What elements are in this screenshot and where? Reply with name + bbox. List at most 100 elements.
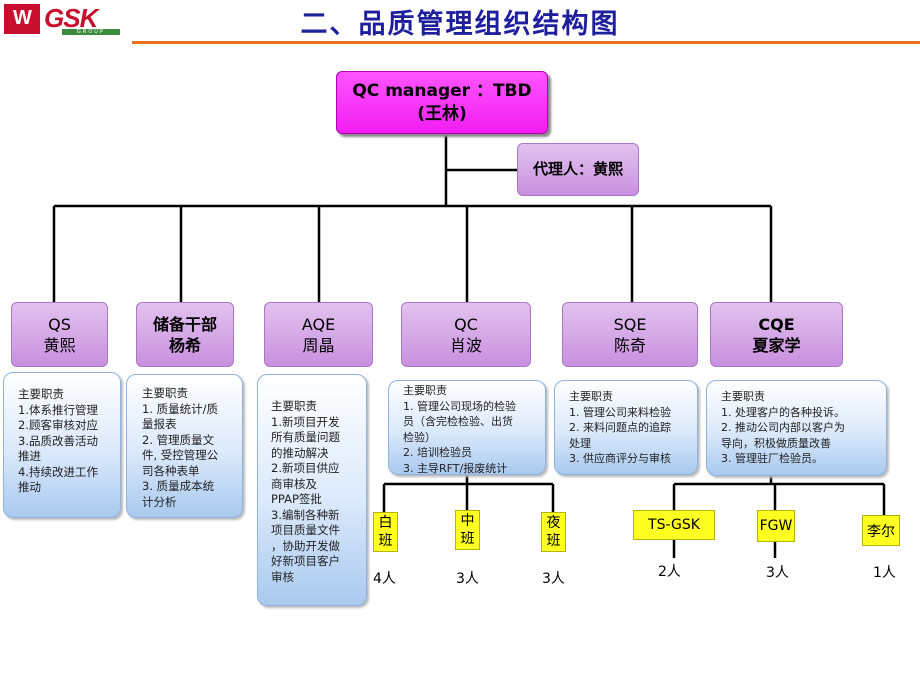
shift-night: 夜 班 bbox=[541, 512, 566, 552]
site-fgw: FGW bbox=[757, 510, 795, 542]
dept-aqe: AQE 周晶 bbox=[264, 302, 373, 367]
dept-sqe: SQE 陈奇 bbox=[562, 302, 698, 367]
shift-mid: 中 班 bbox=[455, 510, 480, 550]
duty-line: 2. 管理质量文 bbox=[142, 432, 215, 447]
shift-night-label-bottom: 班 bbox=[546, 533, 561, 549]
site-fgw-label: FGW bbox=[759, 518, 793, 534]
dept-qc: QC 肖波 bbox=[401, 302, 531, 367]
dept-aqe-code: AQE bbox=[301, 314, 336, 334]
dept-sqe-name: 陈奇 bbox=[613, 335, 646, 355]
site-lear-count: 1人 bbox=[873, 565, 896, 581]
duty-line: 2.顾客审核对应 bbox=[18, 418, 98, 432]
duty-line: 件, 受控管理公 bbox=[142, 448, 219, 462]
shift-day-label-bottom: 班 bbox=[378, 533, 393, 549]
dept-cqe: CQE 夏家学 bbox=[710, 302, 843, 367]
shift-day-count: 4人 bbox=[373, 571, 396, 587]
duty-line: 员（含完检检验、出货 bbox=[403, 415, 513, 428]
duties-sqe: 主要职责 1. 管理公司来料检验 2. 来料问题点的追踪 处理 3. 供应商评分… bbox=[554, 380, 698, 475]
dept-reserve-cadre: 储备干部 杨希 bbox=[136, 302, 234, 367]
site-ts-gsk: TS-GSK bbox=[633, 510, 715, 540]
dept-qc-code: QC bbox=[454, 314, 478, 334]
site-lear: 李尔 bbox=[862, 515, 900, 546]
shift-day-label-top: 白 bbox=[378, 515, 393, 531]
duties-qc: 主要职责 1. 管理公司现场的检验 员（含完检检验、出货 检验） 2. 培训检验… bbox=[388, 380, 546, 475]
deputy-label: 代理人：黄熙 bbox=[532, 160, 623, 178]
shift-day: 白 班 bbox=[373, 512, 398, 552]
duty-line: 的推动解决 bbox=[271, 445, 329, 460]
shift-night-count: 3人 bbox=[542, 571, 565, 587]
qc-manager-box: QC manager ：TBD (王林) bbox=[336, 71, 548, 134]
duty-line: 1. 质量统计/质 bbox=[142, 401, 219, 416]
duty-line: 1.体系推行管理 bbox=[18, 402, 98, 417]
duty-line: 2. 培训检验员 bbox=[403, 446, 472, 459]
duty-line: 项目质量文件 bbox=[271, 523, 340, 537]
duty-line: 3. 质量成本统 bbox=[142, 479, 215, 493]
duty-line: 主要职责 bbox=[403, 384, 447, 397]
duties-cqe: 主要职责 1. 处理客户的各种投诉。 2. 推动公司内部以客户为 导向，积极做质… bbox=[706, 380, 887, 476]
duty-line: PPAP签批 bbox=[271, 492, 322, 506]
logo-group: GROUP bbox=[62, 29, 120, 35]
duty-line: 1. 处理客户的各种投诉。 bbox=[721, 405, 845, 419]
duties-aqe: 主要职责 1.新项目开发 所有质量问题 的推动解决 2.新项目供应 商审核及 P… bbox=[257, 374, 367, 606]
duty-line: 导向，积极做质量改善 bbox=[721, 436, 831, 450]
dept-qs-code: QS bbox=[48, 314, 71, 334]
duty-line: 处理 bbox=[569, 436, 591, 450]
duty-line: ，协助开发做 bbox=[271, 538, 340, 553]
duty-line: 主要职责 bbox=[142, 386, 188, 400]
duty-line: 量报表 bbox=[142, 417, 177, 431]
duty-line: 推动 bbox=[18, 480, 41, 494]
duty-line: 3. 管理驻厂检验员。 bbox=[721, 452, 823, 465]
duty-line: 推进 bbox=[18, 449, 41, 463]
dept-cqe-code: CQE bbox=[758, 314, 795, 334]
title-divider bbox=[132, 41, 920, 44]
dept-aqe-name: 周晶 bbox=[302, 335, 335, 355]
deputy-box: 代理人：黄熙 bbox=[517, 143, 639, 196]
logo-mark-icon bbox=[4, 4, 40, 34]
dept-qs-name: 黄熙 bbox=[43, 335, 76, 355]
duty-line: 主要职责 bbox=[18, 387, 64, 401]
dept-cqe-name: 夏家学 bbox=[752, 335, 801, 355]
duty-line: 2. 来料问题点的追踪 bbox=[569, 421, 671, 434]
duty-line: 司各种表单 bbox=[142, 463, 200, 478]
qc-manager-name: (王林) bbox=[417, 103, 467, 124]
duty-line: 3. 主导RFT/报废统计 bbox=[403, 461, 508, 475]
duty-line: 1. 管理公司现场的检验 bbox=[403, 399, 516, 413]
qc-manager-title: QC manager ：TBD bbox=[352, 80, 532, 101]
duty-line: 3.品质改善活动 bbox=[18, 433, 98, 448]
site-fgw-count: 3人 bbox=[766, 565, 789, 581]
shift-mid-count: 3人 bbox=[456, 571, 479, 587]
shift-mid-label-bottom: 班 bbox=[460, 531, 475, 547]
duty-line: 商审核及 bbox=[271, 476, 317, 491]
duty-line: 好新项目客户 bbox=[271, 554, 340, 568]
dept-qc-name: 肖波 bbox=[449, 335, 482, 355]
site-ts-gsk-label: TS-GSK bbox=[648, 517, 700, 533]
dept-qs: QS 黄熙 bbox=[11, 302, 108, 367]
dept-reserve-code: 储备干部 bbox=[152, 314, 217, 334]
duty-line: 所有质量问题 bbox=[271, 430, 340, 444]
duty-line: 2.新项目供应 bbox=[271, 461, 340, 475]
duty-line: 1. 管理公司来料检验 bbox=[569, 405, 671, 419]
gsk-logo: W GSK GROUP bbox=[4, 3, 122, 35]
duty-line: 3.编制各种新 bbox=[271, 507, 340, 522]
duties-qs: 主要职责 1.体系推行管理 2.顾客审核对应 3.品质改善活动 推进 4.持续改… bbox=[3, 372, 121, 518]
duty-line: 2. 推动公司内部以客户为 bbox=[721, 421, 845, 434]
site-ts-gsk-count: 2人 bbox=[658, 564, 681, 580]
shift-mid-label-top: 中 bbox=[460, 513, 475, 529]
duties-reserve-cadre: 主要职责 1. 质量统计/质 量报表 2. 管理质量文 件, 受控管理公 司各种… bbox=[126, 374, 243, 518]
page-title: 二、品质管理组织结构图 bbox=[300, 9, 620, 40]
logo-brand: GSK bbox=[44, 3, 98, 33]
duty-line: 计分析 bbox=[142, 494, 177, 509]
duty-line: 检验） bbox=[403, 430, 436, 444]
dept-sqe-code: SQE bbox=[613, 314, 647, 334]
logo-mark: W bbox=[13, 7, 32, 29]
duty-line: 主要职责 bbox=[569, 390, 613, 403]
duty-line: 1.新项目开发 bbox=[271, 414, 340, 429]
duty-line: 3. 供应商评分与审核 bbox=[569, 452, 671, 465]
duty-line: 主要职责 bbox=[271, 399, 317, 413]
site-lear-label: 李尔 bbox=[867, 523, 895, 540]
duty-line: 审核 bbox=[271, 569, 294, 584]
duty-line: 4.持续改进工作 bbox=[18, 464, 98, 479]
dept-reserve-name: 杨希 bbox=[168, 335, 201, 355]
duty-line: 主要职责 bbox=[721, 390, 765, 403]
